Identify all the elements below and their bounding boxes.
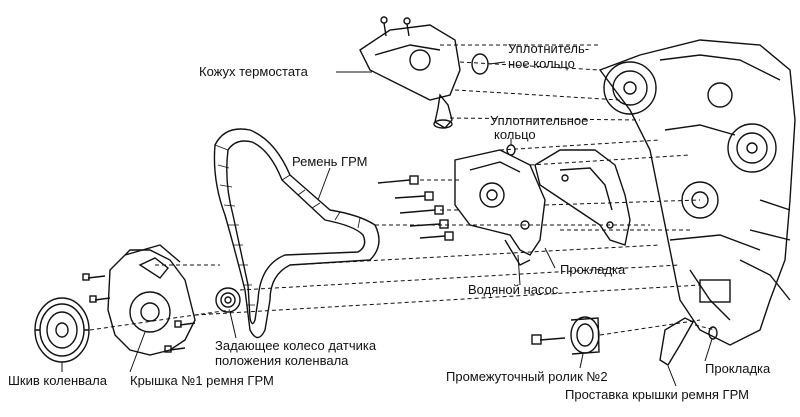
timing-belt <box>213 128 380 339</box>
label-crank-sensor-1: Задающее колесо датчика <box>215 338 377 353</box>
label-oring-top-2: ное кольцо <box>508 56 575 71</box>
engine-block <box>598 39 796 346</box>
water-pump <box>454 149 546 266</box>
pump-bolts <box>377 175 454 241</box>
label-oring-mid-1: Уплотнительное <box>490 113 589 128</box>
label-cover-no1: Крышка №1 ремня ГРМ <box>130 373 274 388</box>
thermostat-housing <box>359 16 461 129</box>
idler-pulley <box>531 316 600 355</box>
label-oring-mid-2: кольцо <box>494 127 536 142</box>
gasket-bottom <box>708 326 718 340</box>
timing-cover-no1 <box>107 244 196 356</box>
label-crank-sensor-2: положения коленвала <box>215 353 349 368</box>
label-crank-pulley: Шкив коленвала <box>8 373 107 388</box>
label-gasket-bottom: Прокладка <box>705 361 771 376</box>
oring-top <box>471 53 489 75</box>
cover-spacer <box>659 317 694 366</box>
label-cover-spacer: Проставка крышки ремня ГРМ <box>565 387 749 402</box>
crank-sensor-plate <box>215 287 241 313</box>
label-timing-belt: Ремень ГРМ <box>292 154 368 169</box>
crankshaft-pulley <box>34 297 90 363</box>
label-oring-top-1: Уплотнитель- <box>508 41 590 56</box>
label-water-pump: Водяной насос <box>468 282 559 297</box>
cover-bolts <box>82 273 196 353</box>
label-thermostat-cover: Кожух термостата <box>199 64 308 79</box>
label-idler: Промежуточный ролик №2 <box>446 369 608 384</box>
label-gasket-mid: Прокладка <box>560 262 626 277</box>
gasket-mid <box>534 149 631 246</box>
